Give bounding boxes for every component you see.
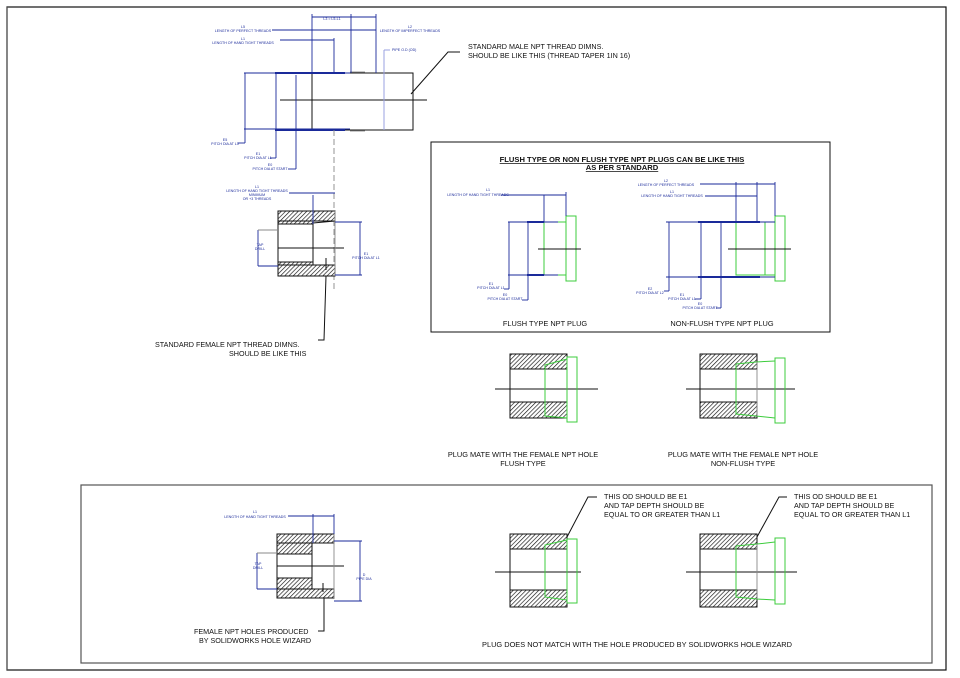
nonflush-l1-label: L1 [670,190,674,194]
solidworks-box: L1 LENGTH OF HAND TIGHT THREADS TAP DRIL… [80,484,933,664]
female-l1-threads: OR +3 THREADS [243,197,272,201]
female-callout-line1: STANDARD FEMALE NPT THREAD DIMNS. [155,340,300,349]
flush-plug-caption: FLUSH TYPE NPT PLUG [503,319,588,328]
male-l2-label: L2 [408,25,412,29]
male-e0-label: E0 [268,163,272,167]
solidworks-caption: PLUG DOES NOT MATCH WITH THE HOLE PRODUC… [482,640,792,649]
non-flush-plug-drawing: L2 LENGTH OF PERFECT THREADS L1 LENGTH O… [636,179,791,328]
plugs-title-line2: AS PER STANDARD [586,163,659,172]
male-thread-drawing: L5 LENGTH OF PERFECT THREADS L3 = L5-L1 … [211,14,630,290]
sw-l1-text: LENGTH OF HAND TIGHT THREADS [224,515,286,519]
female-l1-min: MINIMUM [249,193,265,197]
flush-e1-text: PITCH DIA AT L1 [477,286,505,290]
mismatch-flush-drawing: THIS OD SHOULD BE E1 AND TAP DEPTH SHOUL… [495,492,720,608]
nonflush-e2-label: E2 [648,287,652,291]
plugs-title-line1: FLUSH TYPE OR NON FLUSH TYPE NPT PLUGS C… [500,155,745,164]
mate-nonflush-drawing: PLUG MATE WITH THE FEMALE NPT HOLE NON-F… [668,353,818,468]
female-e1-label: E1 [364,252,368,256]
sw-drill-label: DRILL [253,566,263,570]
mate-flush-caption-line2: FLUSH TYPE [500,459,546,468]
male-e1-label: E1 [256,152,260,156]
female-l1-label: L1 [255,185,259,189]
male-l1-label: L1 [241,37,245,41]
nonflush-l2-text: LENGTH OF PERFECT THREADS [638,183,695,187]
nonflush-e0-text: PITCH DIA AT START [682,306,718,310]
note-right-line1: THIS OD SHOULD BE E1 [794,492,877,501]
male-e0-text: PITCH DIA AT START [252,167,288,171]
female-e1-text: PITCH DIA AT L1 [352,256,380,260]
male-pipe-od: PIPE O.D (OD) [392,48,416,52]
note-left-line2: AND TAP DEPTH SHOULD BE [604,501,704,510]
male-l5-text: LENGTH OF PERFECT THREADS [215,29,272,33]
nonflush-l2-label: L2 [664,179,668,183]
male-callout-line2: SHOULD BE LIKE THIS (THREAD TAPER 1IN 16… [468,51,630,60]
female-callout-line2: SHOULD BE LIKE THIS [229,349,307,358]
female-thread-drawing: L1 LENGTH OF HAND TIGHT THREADS MINIMUM … [155,185,380,358]
note-right-line2: AND TAP DEPTH SHOULD BE [794,501,894,510]
note-left-line3: EQUAL TO OR GREATER THAN L1 [604,510,720,519]
male-e5-text: PITCH DIA AT L5 [211,142,239,146]
male-l1-text: LENGTH OF HAND TIGHT THREADS [212,41,274,45]
flush-l1-text: LENGTH OF HAND TIGHT THREADS [447,193,509,197]
male-l2-text: LENGTH OF IMPERFECT THREADS [380,29,441,33]
sw-d-text: PIPE DIA [356,577,372,581]
male-e1-text: PITCH DIA AT L1 [244,156,272,160]
note-left-line1: THIS OD SHOULD BE E1 [604,492,687,501]
sw-callout-line1: FEMALE NPT HOLES PRODUCED [194,627,309,636]
flush-e1-label: E1 [489,282,493,286]
note-right-line3: EQUAL TO OR GREATER THAN L1 [794,510,910,519]
nonflush-e0-label: E0 [698,302,702,306]
nonflush-l1-text: LENGTH OF HAND TIGHT THREADS [641,194,703,198]
mate-flush-drawing: PLUG MATE WITH THE FEMALE NPT HOLE FLUSH… [448,353,598,468]
male-l5-label: L5 [241,25,245,29]
male-e5-label: E5 [223,138,227,142]
flush-l1-label: L1 [486,188,490,192]
plugs-box: FLUSH TYPE OR NON FLUSH TYPE NPT PLUGS C… [430,141,831,333]
nonflush-e2-text: PITCH DIA AT L2 [636,291,664,295]
sw-tap-label: TAP [255,562,262,566]
nonflush-e1-text: PITCH DIA AT L1 [668,297,696,301]
nonflush-e1-label: E1 [680,293,684,297]
flush-e0-text: PITCH DIA AT START [487,297,523,301]
flush-e0-label: E0 [503,293,507,297]
nonflush-plug-caption: NON-FLUSH TYPE NPT PLUG [670,319,773,328]
solidworks-hole-drawing: L1 LENGTH OF HAND TIGHT THREADS TAP DRIL… [194,510,372,645]
mate-nonflush-caption-line2: NON-FLUSH TYPE [711,459,775,468]
female-l1-text: LENGTH OF HAND TIGHT THREADS [226,189,288,193]
female-tap-label: TAP [257,243,264,247]
male-l3-label: L3 = L5-L1 [323,17,340,21]
mismatch-nonflush-drawing: THIS OD SHOULD BE E1 AND TAP DEPTH SHOUL… [686,492,910,608]
sheet-border [6,6,947,671]
flush-plug-drawing: L1 LENGTH OF HAND TIGHT THREADS E1 PITCH… [447,188,587,328]
sw-callout-line2: BY SOLIDWORKS HOLE WIZARD [199,636,311,645]
mate-flush-caption-line1: PLUG MATE WITH THE FEMALE NPT HOLE [448,450,598,459]
sw-d-label: D [363,573,366,577]
male-callout-line1: STANDARD MALE NPT THREAD DIMNS. [468,42,603,51]
mate-nonflush-caption-line1: PLUG MATE WITH THE FEMALE NPT HOLE [668,450,818,459]
sw-l1-label: L1 [253,510,257,514]
female-drill-label: DRILL [255,247,265,251]
